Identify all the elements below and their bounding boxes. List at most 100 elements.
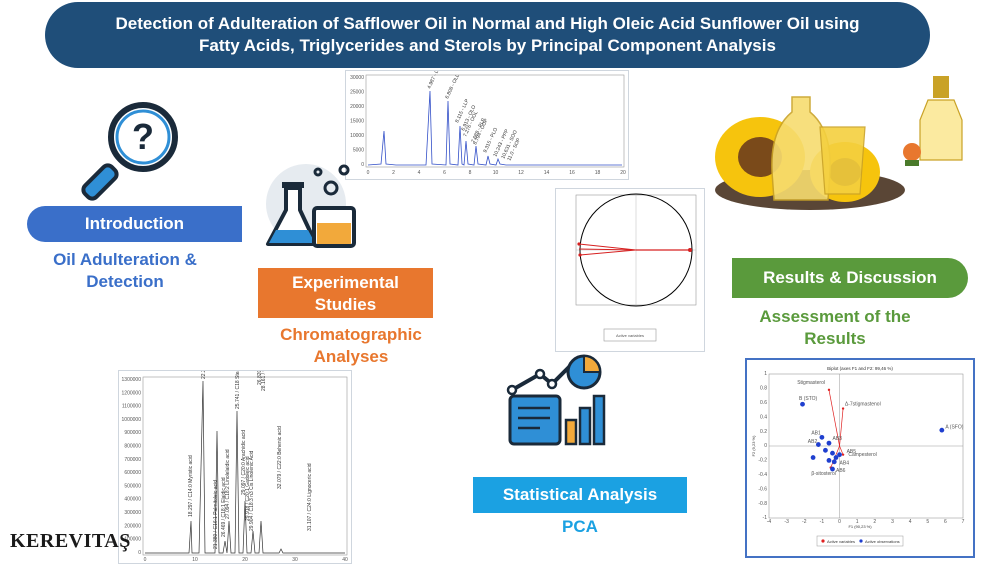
- experimental-sub-line-2: Analyses: [313, 347, 389, 366]
- chromatogram-top-y-tick: 0: [361, 162, 364, 168]
- chromatogram-top-y-tick: 10000: [350, 133, 364, 139]
- biplot-vector-tip: [827, 388, 831, 392]
- biplot-observation-label: AB2: [808, 439, 818, 445]
- experimental-label-line-1: Experimental: [292, 273, 399, 292]
- chromatogram-top-y-tick: 25000: [350, 90, 364, 96]
- biplot-observation-label: AB1: [811, 430, 821, 436]
- biplot-observation-label: AB4: [840, 461, 850, 467]
- biplot-vector-tip: [841, 407, 845, 410]
- chromatogram-top-y-tick: 15000: [350, 119, 364, 125]
- biplot-panel: Biplot (axes F1 and F2: 99,46 %) -4 -3 -2 -…: [745, 358, 975, 558]
- title-line-1: Detection of Adulteration of Safflower O…: [115, 14, 860, 33]
- experimental-label: Experimental Studies: [258, 268, 433, 318]
- chromatogram-bottom-y-tick: 1000000: [122, 417, 142, 423]
- biplot-legend-observations: Active observations: [865, 539, 900, 544]
- chromatogram-top-y-tick: 5000: [353, 148, 364, 154]
- chromatogram-top-x-tick: 4: [418, 170, 421, 176]
- chromatogram-bottom-peak-label: 29.097 / C20:0 Arachidic acid: [241, 430, 247, 495]
- statistical-subtitle: PCA: [562, 517, 598, 536]
- biplot-title: Biplot (axes F1 and F2: 99,46 %): [827, 366, 893, 371]
- chromatogram-bottom-peak-label: 31.107 / C24:0 Lignoceric acid: [307, 463, 313, 531]
- introduction-subtitle: Oil Adulteration & Detection: [20, 249, 230, 293]
- magnifier-question-icon: ?: [78, 95, 188, 205]
- results-sub-line-1: Assessment of the: [759, 307, 911, 326]
- biplot-observation-label: B (STO): [799, 396, 818, 402]
- biplot-y-tick: 0.6: [760, 400, 767, 406]
- biplot-y-tick: -0.4: [758, 472, 767, 478]
- title-line-2: Fatty Acids, Triglycerides and Sterols b…: [199, 36, 776, 55]
- sunflower-oil-illustration: [700, 72, 980, 212]
- biplot-x-tick: 7: [962, 519, 965, 525]
- biplot-observation-label: AB5: [847, 449, 857, 455]
- biplot-observation-point: [837, 452, 842, 458]
- chromatogram-bottom-y-tick: 900000: [124, 430, 141, 436]
- chromatogram-bottom-y-tick: 300000: [124, 510, 141, 516]
- biplot-vector: [828, 389, 840, 447]
- biplot-x-tick: 0: [838, 519, 841, 525]
- biplot-observation-label: AB6: [836, 468, 846, 474]
- biplot-y-tick: 1: [764, 371, 767, 377]
- chromatogram-top-y-tick: 20000: [350, 104, 364, 110]
- title-banner: Detection of Adulteration of Safflower O…: [45, 2, 930, 68]
- biplot-observation-point: [939, 427, 945, 433]
- introduction-sub-line-2: Detection: [86, 272, 164, 291]
- chromatogram-bottom-y-tick: 1100000: [122, 404, 141, 410]
- chromatogram-bottom-peak-label: 22.223 / C16:0 Palmitic acid: [201, 371, 207, 379]
- statistics-report-icon: [500, 350, 610, 450]
- introduction-sub-line-1: Oil Adulteration &: [53, 250, 197, 269]
- experimental-label-line-2: Studies: [314, 295, 377, 314]
- biplot-x-tick: -4: [767, 519, 772, 525]
- biplot-legend-variables: Active variables: [827, 539, 855, 544]
- chromatogram-bottom-x-tick: 30: [292, 557, 298, 563]
- chromatogram-top-x-tick: 18: [595, 170, 601, 176]
- kerevitas-logo: KEREVITAŞ: [10, 530, 131, 552]
- experimental-subtitle: Chromatographic Analyses: [258, 324, 444, 368]
- biplot-observation-point: [833, 455, 839, 460]
- biplot-x-tick: 5: [926, 519, 929, 525]
- biplot-y-tick: -0.8: [758, 501, 767, 507]
- chromatogram-bottom-svg: 1300000120000011000001000000900000800000…: [122, 314, 348, 563]
- biplot-observation-point: [815, 442, 821, 447]
- svg-text:?: ?: [132, 116, 154, 157]
- chromatogram-bottom-y-tick: 100000: [124, 537, 141, 543]
- chromatogram-top-x-tick: 10: [493, 170, 499, 176]
- chromatogram-bottom-y-tick: 400000: [124, 497, 141, 503]
- biplot-observation-label: AB3: [832, 436, 842, 442]
- correlation-legend: Active variables: [616, 333, 644, 338]
- chromatogram-bottom-peak-label: 32.079 / C22:0 Behenic acid: [277, 426, 283, 489]
- results-sub-line-2: Results: [804, 329, 866, 348]
- chromatogram-top-peak-label: 6.808 - OLL: [444, 73, 461, 100]
- biplot-x-tick: -2: [802, 519, 807, 525]
- correlation-circle-panel: Active variables: [555, 188, 705, 352]
- lab-flask-icon: [256, 158, 366, 258]
- chromatogram-top-x-tick: 8: [469, 170, 472, 176]
- biplot-y-tick: 0.8: [760, 386, 767, 392]
- chromatogram-bottom-y-tick: 500000: [124, 483, 141, 489]
- chromatogram-top-x-tick: 20: [620, 170, 626, 176]
- statistical-analysis-label: Statistical Analysis: [473, 477, 687, 513]
- results-subtitle: Assessment of the Results: [735, 306, 935, 350]
- biplot-ylabel: F2 (9,23 %): [751, 435, 756, 457]
- biplot-vector: [839, 408, 844, 447]
- results-label: Results & Discussion: [732, 258, 968, 298]
- biplot-y-tick: 0.4: [760, 414, 767, 420]
- chromatogram-top-y-tick: 30000: [350, 75, 364, 81]
- biplot-vector: [839, 445, 844, 455]
- biplot-observation-label: A (SFO): [945, 425, 963, 431]
- biplot-observation-point: [830, 466, 835, 472]
- biplot-variable-label: β-sitosterol: [811, 471, 836, 477]
- biplot-y-tick: -0.6: [758, 486, 767, 492]
- biplot-variable-label: Δ-7stigmastenol: [845, 402, 881, 408]
- chromatogram-top-x-tick: 0: [367, 170, 370, 176]
- chromatogram-bottom-y-tick: 1300000: [122, 377, 142, 383]
- biplot-observation-point: [819, 434, 825, 440]
- chromatogram-bottom-y-tick: 1200000: [122, 390, 142, 396]
- chromatogram-bottom-peak-label: 25.741 / C18 Stearic acid: [235, 371, 241, 409]
- biplot-x-tick: 3: [891, 519, 894, 525]
- experimental-sub-line-1: Chromatographic: [280, 325, 422, 344]
- chromatogram-top-x-tick: 16: [569, 170, 575, 176]
- chromatogram-bottom-peak-label: 26.469 / C18:1 Elaidic acid: [221, 477, 227, 537]
- biplot-x-tick: -3: [784, 519, 789, 525]
